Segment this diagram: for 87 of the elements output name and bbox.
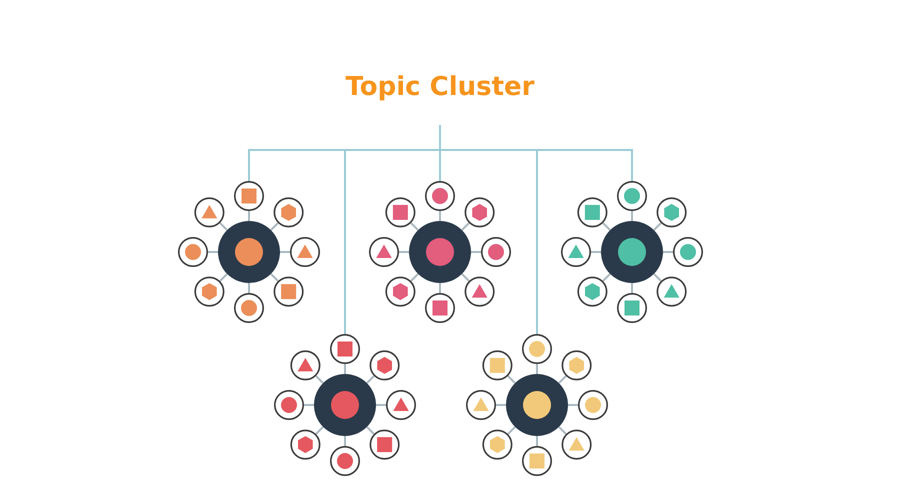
satellite-circle [617, 293, 647, 323]
satellite-circle [482, 430, 512, 460]
connector-line [536, 364, 538, 374]
connector-line [248, 211, 250, 221]
satellite-circle [194, 276, 224, 307]
connector-line [602, 273, 611, 282]
connector-line [219, 222, 228, 231]
connector-line [653, 273, 662, 282]
connector-line [219, 273, 228, 282]
connector-line [602, 222, 611, 231]
satellite-circle [425, 181, 455, 211]
connector-line [568, 404, 578, 406]
satellite-circle [673, 237, 703, 267]
satellite-circle [464, 276, 495, 307]
connector-line [315, 375, 324, 384]
satellite-circle [370, 350, 400, 380]
satellite-circle [466, 390, 496, 420]
satellite-circle [178, 237, 208, 267]
connector-line [410, 222, 419, 231]
satellite-circle [425, 293, 455, 323]
connector-line [461, 273, 470, 282]
satellite-circle [481, 237, 511, 267]
satellite-circle [234, 293, 264, 323]
satellite-circle [561, 237, 591, 267]
connector-line [366, 375, 375, 384]
connector-line [631, 211, 633, 221]
hub-circle [601, 221, 663, 283]
hub-circle [506, 374, 568, 436]
satellite-circle [194, 197, 224, 228]
hub-circle [218, 221, 280, 283]
satellite-circle [656, 197, 687, 228]
diagram-title: Topic Cluster [346, 72, 534, 102]
satellite-circle [656, 276, 687, 307]
satellite-circle [562, 350, 592, 380]
connector-line [399, 251, 409, 253]
connector-line [507, 426, 516, 435]
connector-line [558, 426, 567, 435]
connector-line [315, 426, 324, 435]
satellite-circle [274, 276, 304, 307]
satellite-circle [370, 430, 400, 460]
satellite-circle [274, 197, 304, 228]
connector-line [558, 375, 567, 384]
satellite-circle [290, 430, 320, 460]
satellite-circle [385, 197, 416, 228]
connector-line [344, 364, 346, 374]
satellite-circle [290, 237, 320, 267]
connector-line [439, 283, 441, 293]
connector-line [344, 436, 346, 446]
hub-circle [409, 221, 471, 283]
connector-line [280, 251, 290, 253]
connector-line [270, 222, 279, 231]
satellite-circle [290, 350, 320, 380]
satellite-circle [369, 237, 399, 267]
connector-line [248, 283, 250, 293]
satellite-circle [330, 446, 360, 476]
connector-line [461, 222, 470, 231]
connector-line [591, 251, 601, 253]
connector-line [663, 251, 673, 253]
connector-line [270, 273, 279, 282]
connector-line [208, 251, 218, 253]
satellite-circle [385, 276, 416, 307]
satellite-circle [274, 390, 304, 420]
connector-line [631, 283, 633, 293]
connector-line [536, 436, 538, 446]
branch-line [439, 125, 538, 334]
satellite-circle [522, 334, 552, 364]
connector-line [471, 251, 481, 253]
satellite-circle [617, 181, 647, 211]
hub-circle [314, 374, 376, 436]
satellite-circle [577, 276, 608, 307]
connector-line [304, 404, 314, 406]
satellite-circle [577, 197, 608, 228]
satellite-circle [330, 334, 360, 364]
connector-line [439, 211, 441, 221]
satellite-circle [234, 181, 264, 211]
satellite-circle [522, 446, 552, 476]
satellite-circle [464, 197, 495, 228]
connector-line [410, 273, 419, 282]
satellite-circle [482, 350, 512, 380]
connector-line [653, 222, 662, 231]
connector-line [376, 404, 386, 406]
connector-line [366, 426, 375, 435]
satellite-circle [578, 390, 608, 420]
satellite-circle [562, 430, 592, 460]
connector-line [507, 375, 516, 384]
connector-line [496, 404, 506, 406]
satellite-circle [386, 390, 416, 420]
